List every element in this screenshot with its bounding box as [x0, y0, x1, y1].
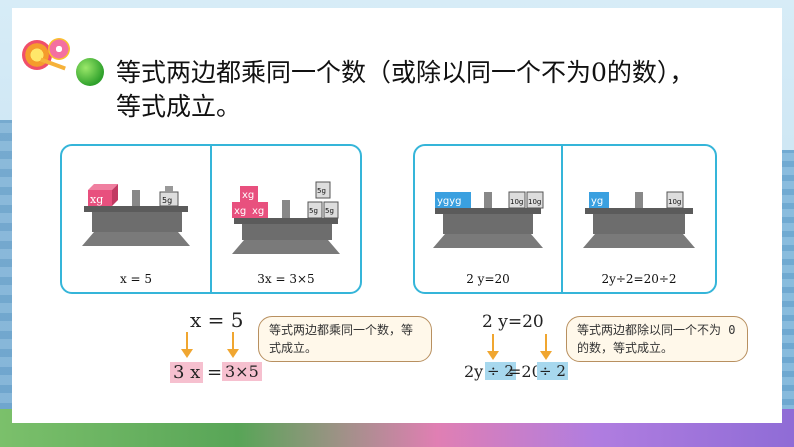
speech-bubble-divide: 等式两边都除以同一个不为 0 的数，等式成立。 — [566, 316, 748, 362]
balance-scale-icon: yg 10g — [583, 191, 695, 248]
svg-text:ygyg: ygyg — [437, 196, 462, 207]
caption-x: x = 5 — [119, 272, 153, 286]
equation-y-left: 2y — [464, 362, 484, 381]
svg-text:10g: 10g — [510, 198, 523, 206]
balance-scale-icon: xg xg xg 5g 5g 5g — [232, 181, 340, 254]
caption-y: 2y÷2=20÷2 — [601, 272, 677, 286]
weight-3xg: xg xg xg — [232, 186, 268, 218]
equation-x-top: x = 5 — [190, 308, 244, 332]
panel-divider — [210, 146, 212, 292]
equation-x-right: 3×5 — [222, 362, 262, 381]
weight-2x10g: 10g 10g — [508, 191, 544, 209]
svg-text:xg: xg — [242, 190, 254, 201]
weight-xg: xg — [88, 184, 118, 206]
arrow-down-icon — [487, 334, 499, 360]
candy-icon — [22, 40, 52, 70]
balance-cell-y: yg 10g 2y÷2=20÷2 — [563, 146, 715, 292]
svg-text:5g: 5g — [325, 207, 334, 215]
arrow-down-icon — [227, 332, 239, 358]
svg-text:5g: 5g — [309, 207, 318, 215]
balance-cell-2y: ygyg 10g 10g 2 y=20 — [415, 146, 561, 292]
bullet-icon — [76, 58, 104, 86]
balance-panel-multiply: xg 5g x = 5 xg xg xg — [60, 144, 362, 294]
svg-text:10g: 10g — [668, 198, 681, 206]
svg-text:yg: yg — [591, 196, 603, 207]
svg-text:xg: xg — [252, 206, 264, 217]
equation-y-div-right: ÷ 2 — [537, 362, 568, 380]
equation-x-eq: = — [207, 362, 223, 383]
equation-y-eq: =20 — [508, 362, 542, 381]
heading-line2: 等式成立。 — [116, 92, 242, 121]
svg-text:10g: 10g — [528, 198, 541, 206]
heading: 等式两边都乘同一个数（或除以同一个不为0的数）， 等式成立。 — [116, 56, 694, 124]
svg-text:xg: xg — [90, 193, 103, 206]
equation-y-div-left: ÷ 2 — [485, 362, 516, 380]
balance-cell-3x: xg xg xg 5g 5g 5g 3x = 3×5 — [212, 146, 360, 292]
balance-cell-x: xg 5g x = 5 — [62, 146, 210, 292]
svg-text:xg: xg — [234, 206, 246, 217]
heading-line1: 等式两边都乘同一个数（或除以同一个不为0的数）， — [116, 58, 695, 87]
svg-text:5g: 5g — [317, 187, 326, 195]
weight-10g: 10g — [666, 191, 684, 209]
svg-text:5g: 5g — [162, 196, 172, 205]
balance-scale-icon: xg 5g — [82, 184, 190, 246]
equation-x-left: 3 x — [170, 362, 204, 383]
caption-2y: 2 y=20 — [466, 272, 510, 286]
weight-3x5g: 5g 5g 5g — [307, 181, 339, 219]
weight-yg: yg — [589, 192, 609, 208]
balance-scale-icon: ygyg 10g 10g — [433, 191, 544, 248]
caption-3x: 3x = 3×5 — [257, 272, 315, 286]
lollipop-icon — [48, 38, 70, 60]
panel-divider — [561, 146, 563, 292]
equation-y-top: 2 y=20 — [482, 312, 544, 332]
balance-panel-divide: ygyg 10g 10g 2 y=20 yg 10g — [413, 144, 717, 294]
weight-5g: 5g — [159, 186, 179, 207]
arrow-down-icon — [540, 334, 552, 360]
weight-2yg: ygyg — [435, 192, 471, 208]
arrow-down-icon — [181, 332, 193, 358]
speech-bubble-multiply: 等式两边都乘同一个数，等式成立。 — [258, 316, 432, 362]
